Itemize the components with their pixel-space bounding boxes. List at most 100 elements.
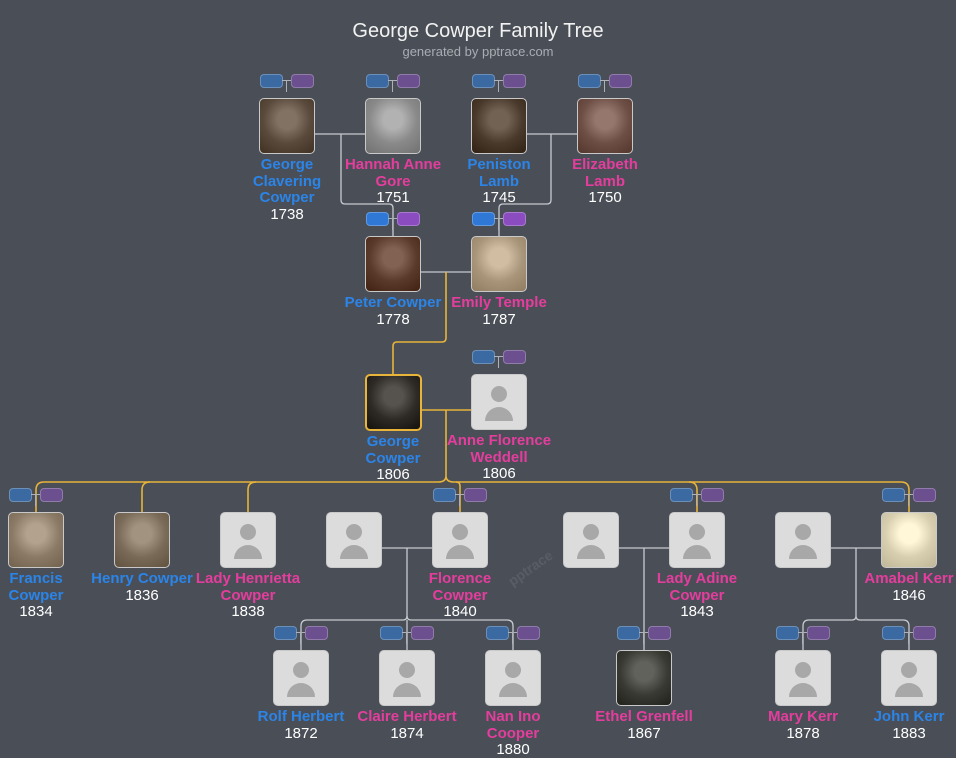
- person-name[interactable]: Anne Florence Weddell: [446, 432, 552, 466]
- placeholder-avatar-icon[interactable]: [563, 512, 619, 568]
- placeholder-avatar-icon[interactable]: [775, 650, 831, 706]
- person-node-spouse-adine[interactable]: [538, 512, 644, 568]
- person-name[interactable]: George Cowper: [365, 433, 421, 467]
- portrait-photo[interactable]: [364, 374, 422, 431]
- expand-father-button[interactable]: [9, 488, 32, 502]
- expand-mother-button[interactable]: [807, 626, 830, 640]
- person-name[interactable]: Emily Temple: [451, 294, 547, 311]
- expand-father-button[interactable]: [882, 488, 905, 502]
- expand-mother-button[interactable]: [503, 74, 526, 88]
- expand-mother-button[interactable]: [305, 626, 328, 640]
- person-name[interactable]: Lady Adine Cowper: [656, 570, 738, 604]
- person-name[interactable]: John Kerr: [873, 708, 945, 725]
- person-name[interactable]: Florence Cowper: [428, 570, 492, 604]
- person-name[interactable]: Mary Kerr: [767, 708, 839, 725]
- portrait-photo[interactable]: [616, 650, 672, 706]
- expand-father-button[interactable]: [433, 488, 456, 502]
- person-node-spouse-amabel[interactable]: [750, 512, 856, 568]
- expand-mother-button[interactable]: [397, 212, 420, 226]
- expand-father-button[interactable]: [882, 626, 905, 640]
- placeholder-avatar-icon[interactable]: [471, 374, 527, 430]
- portrait-photo[interactable]: [365, 98, 421, 154]
- expand-mother-button[interactable]: [503, 212, 526, 226]
- person-name[interactable]: Claire Herbert: [357, 708, 457, 725]
- person-name[interactable]: George Clavering Cowper: [252, 156, 322, 206]
- expand-father-button[interactable]: [486, 626, 509, 640]
- person-name[interactable]: Nan Ino Cooper: [485, 708, 541, 742]
- expand-father-button[interactable]: [260, 74, 283, 88]
- placeholder-avatar-icon[interactable]: [881, 650, 937, 706]
- expand-father-button[interactable]: [472, 212, 495, 226]
- expand-father-button[interactable]: [670, 488, 693, 502]
- portrait-photo[interactable]: [114, 512, 170, 568]
- expand-mother-button[interactable]: [517, 626, 540, 640]
- expand-mother-button[interactable]: [913, 488, 936, 502]
- placeholder-avatar-icon[interactable]: [273, 650, 329, 706]
- expand-father-button[interactable]: [274, 626, 297, 640]
- portrait-photo[interactable]: [577, 98, 633, 154]
- person-name[interactable]: Amabel Kerr: [864, 570, 954, 587]
- person-name[interactable]: Henry Cowper: [91, 570, 193, 587]
- expand-father-button[interactable]: [617, 626, 640, 640]
- expand-father-button[interactable]: [366, 74, 389, 88]
- portrait-photo[interactable]: [471, 98, 527, 154]
- expand-mother-button[interactable]: [913, 626, 936, 640]
- expand-mother-button[interactable]: [397, 74, 420, 88]
- person-name[interactable]: Ethel Grenfell: [595, 708, 693, 725]
- expand-mother-button[interactable]: [291, 74, 314, 88]
- person-name[interactable]: Rolf Herbert: [257, 708, 345, 725]
- expand-father-button[interactable]: [472, 74, 495, 88]
- placeholder-avatar-icon[interactable]: [669, 512, 725, 568]
- expand-father-button[interactable]: [472, 350, 495, 364]
- portrait-photo[interactable]: [881, 512, 937, 568]
- expand-father-button[interactable]: [366, 212, 389, 226]
- portrait-photo[interactable]: [8, 512, 64, 568]
- person-name[interactable]: Francis Cowper: [8, 570, 64, 604]
- placeholder-avatar-icon[interactable]: [775, 512, 831, 568]
- placeholder-avatar-icon[interactable]: [485, 650, 541, 706]
- person-name[interactable]: Peniston Lamb: [467, 156, 531, 190]
- expand-mother-button[interactable]: [648, 626, 671, 640]
- expand-mother-button[interactable]: [609, 74, 632, 88]
- expand-mother-button[interactable]: [701, 488, 724, 502]
- portrait-photo[interactable]: [365, 236, 421, 292]
- person-name[interactable]: Elizabeth Lamb: [572, 156, 638, 190]
- person-name[interactable]: Peter Cowper: [344, 294, 442, 311]
- expand-father-button[interactable]: [776, 626, 799, 640]
- expand-mother-button[interactable]: [411, 626, 434, 640]
- person-node-spouse-florence[interactable]: [301, 512, 407, 568]
- placeholder-avatar-icon[interactable]: [220, 512, 276, 568]
- placeholder-avatar-icon[interactable]: [432, 512, 488, 568]
- placeholder-avatar-icon[interactable]: [379, 650, 435, 706]
- expand-mother-button[interactable]: [40, 488, 63, 502]
- placeholder-avatar-icon[interactable]: [326, 512, 382, 568]
- person-name[interactable]: Hannah Anne Gore: [344, 156, 442, 190]
- expand-father-button[interactable]: [578, 74, 601, 88]
- expand-mother-button[interactable]: [464, 488, 487, 502]
- person-name[interactable]: Lady Henrietta Cowper: [195, 570, 301, 604]
- expand-father-button[interactable]: [380, 626, 403, 640]
- expand-mother-button[interactable]: [503, 350, 526, 364]
- portrait-photo[interactable]: [471, 236, 527, 292]
- portrait-photo[interactable]: [259, 98, 315, 154]
